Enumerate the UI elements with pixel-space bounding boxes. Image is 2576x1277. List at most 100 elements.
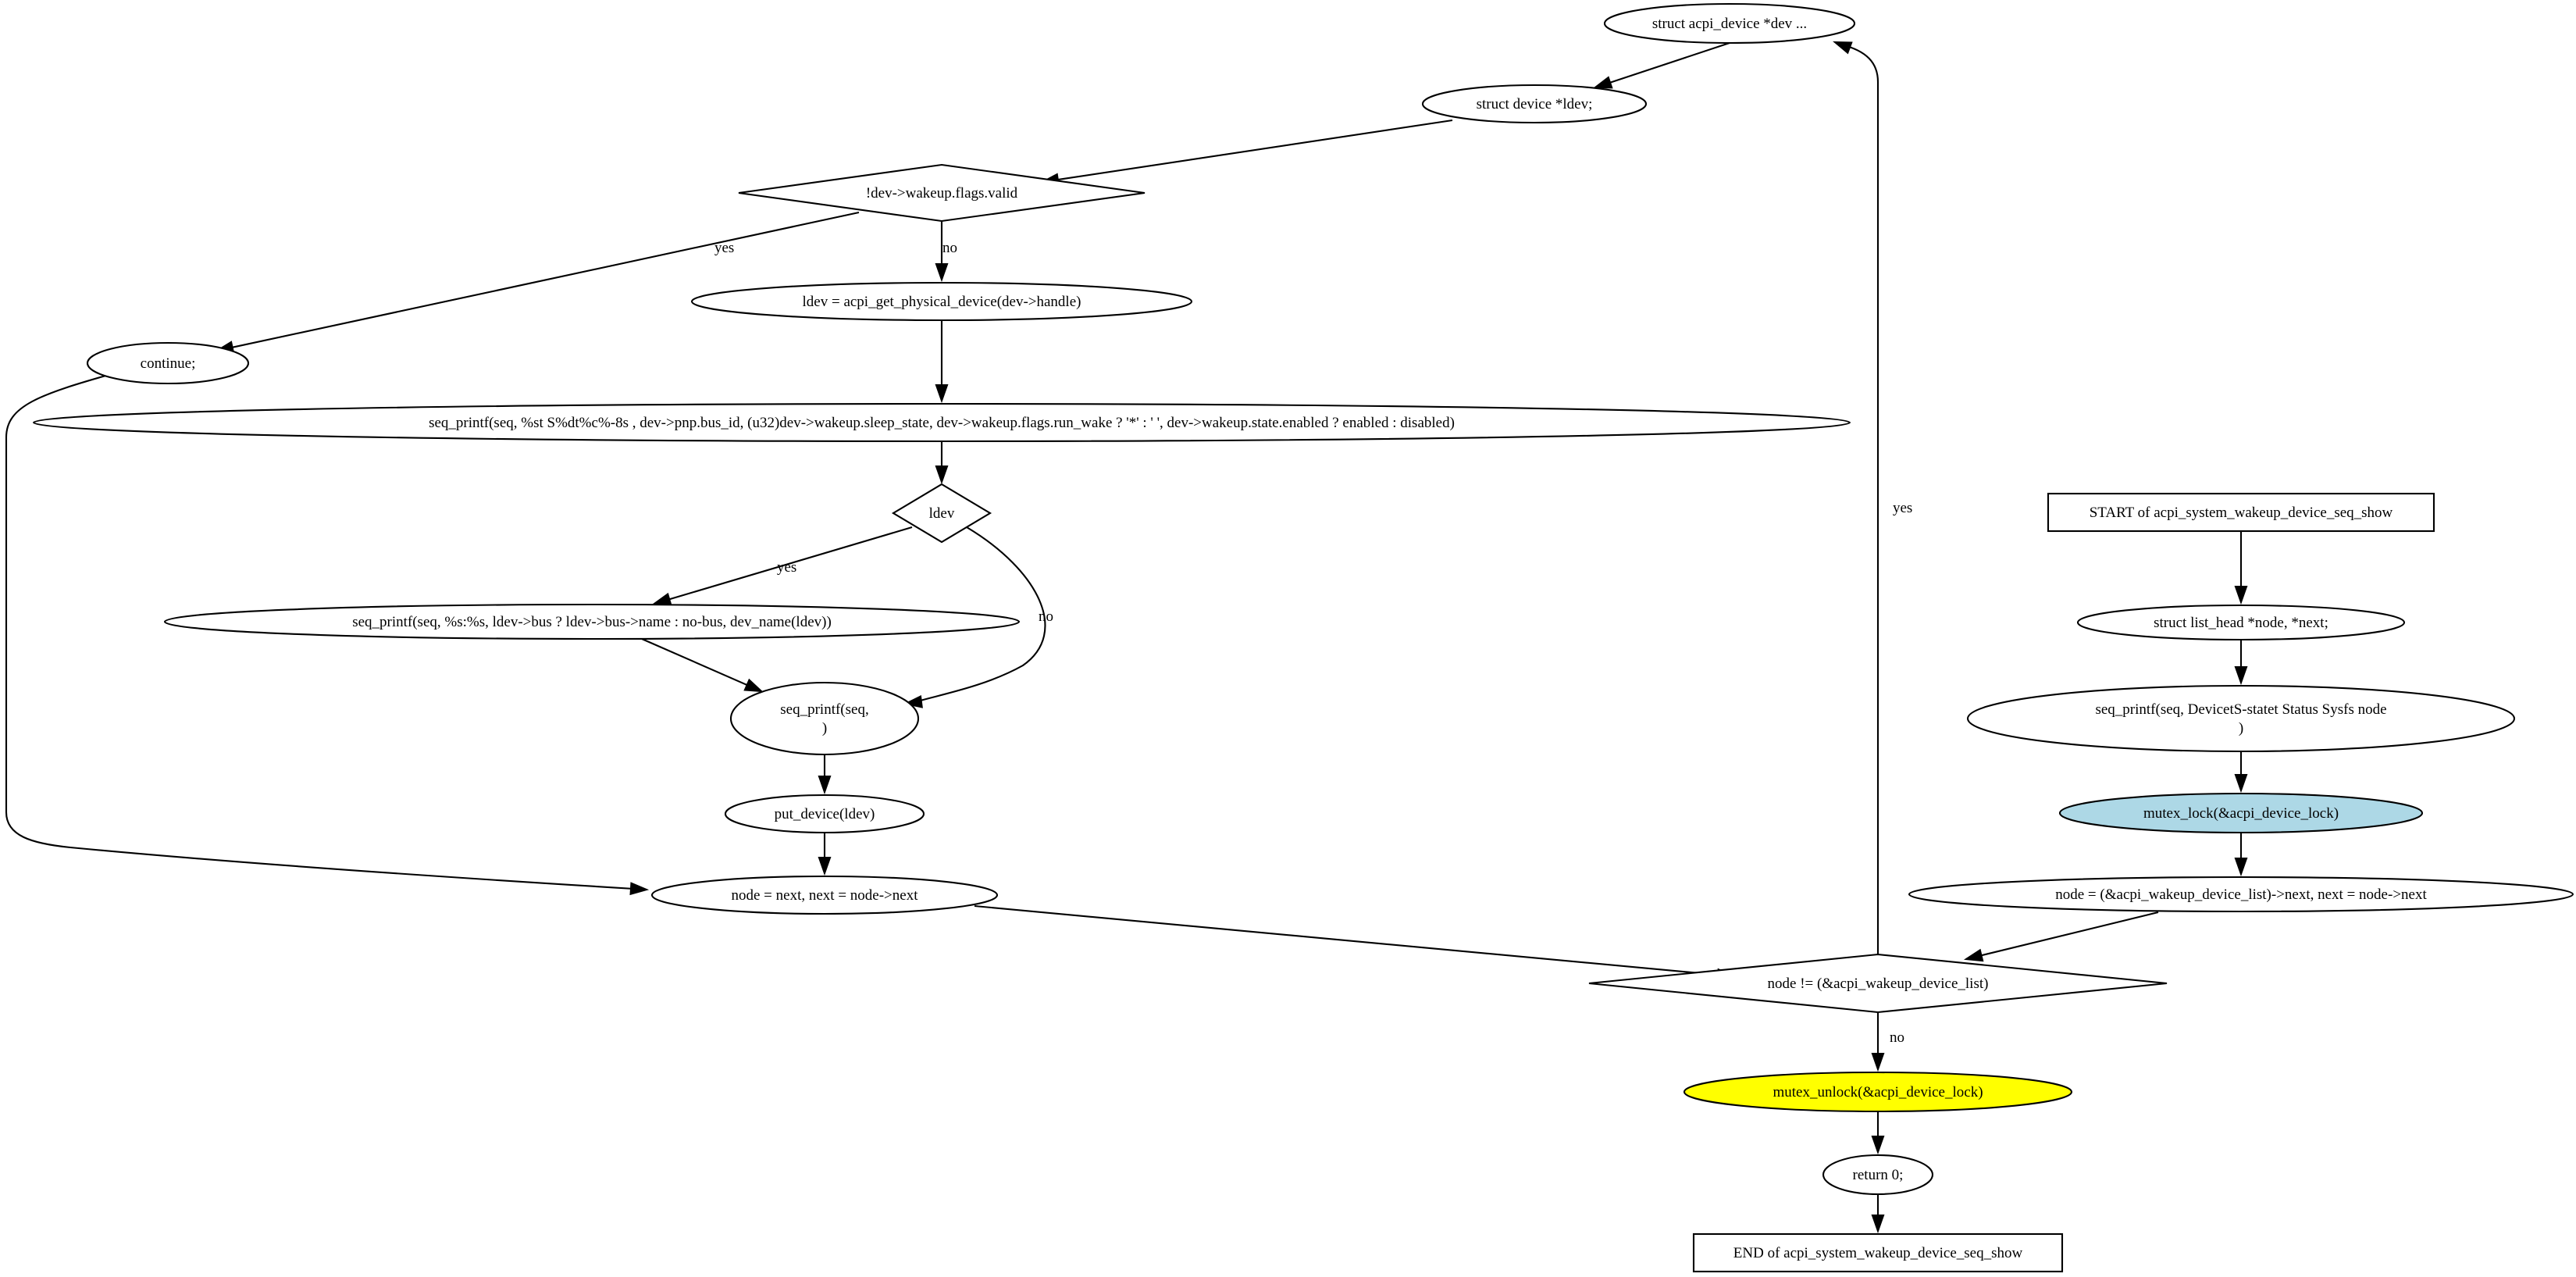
node-ellipse — [163, 603, 1021, 640]
edge-printf_bus-to-printf_nl — [641, 638, 764, 693]
node-loop-cond: node != (&acpi_wakeup_device_list) — [1588, 953, 2168, 1014]
node-ellipse — [1603, 2, 1856, 45]
node-end: END of acpi_system_wakeup_device_seq_sho… — [1692, 1232, 2064, 1273]
node-return0: return 0; — [1822, 1154, 1934, 1196]
node-printf-bus: seq_printf(seq, %s:%s, ldev->bus ? ldev-… — [163, 603, 1021, 640]
node-ellipse — [650, 875, 999, 915]
node-label: ldev — [929, 505, 955, 522]
node-label: struct list_head *node, *next; — [2154, 615, 2328, 631]
edge-line — [911, 526, 1046, 704]
edge-loop_cond-to-decl_dev: yes — [1833, 41, 1912, 954]
edge-arrowhead — [1963, 948, 1984, 962]
edge-arrowhead — [818, 856, 832, 876]
edge-label: yes — [714, 240, 734, 256]
node-ellipse — [1421, 84, 1648, 124]
edge-node_next-to-loop_cond — [974, 904, 1737, 982]
edge-get_phys-to-printf_dev — [935, 320, 949, 404]
node-start: START of acpi_system_wakeup_device_seq_s… — [2047, 492, 2435, 533]
nodes-layer: START of acpi_system_wakeup_device_seq_s… — [32, 2, 2574, 1273]
node-ellipse — [1822, 1154, 1934, 1196]
node-check-valid: !dev->wakeup.flags.valid — [738, 163, 1145, 223]
edge-line — [1056, 119, 1453, 181]
edge-arrowhead — [2234, 665, 2248, 686]
edge-arrowhead — [935, 465, 949, 485]
node-decl-node: struct list_head *node, *next; — [2076, 604, 2406, 641]
edge-line — [641, 638, 749, 687]
edge-arrowhead — [743, 678, 764, 693]
node-label: seq_printf(seq, %s:%s, ldev->bus ? ldev-… — [352, 614, 832, 630]
edge-printf_header-to-mutex_lock — [2234, 751, 2248, 794]
edge-arrowhead — [935, 262, 949, 283]
node-node-init: node = (&acpi_wakeup_device_list)->next,… — [1908, 876, 2574, 913]
node-ellipse — [1683, 1071, 2073, 1113]
edge-label: yes — [1893, 500, 1912, 516]
edge-line — [1979, 911, 2159, 957]
node-label: put_device(ldev) — [775, 806, 875, 822]
edge-decl_ldev-to-check_valid — [1039, 119, 1453, 187]
edge-check_ldev-to-printf_bus: yes — [651, 526, 913, 606]
node-ellipse — [729, 681, 920, 756]
edge-line — [974, 904, 1720, 976]
node-ellipse — [2076, 604, 2406, 641]
edges-layer: yes no yes no yes no — [5, 41, 2248, 1234]
edge-mutex_lock-to-node_init — [2234, 833, 2248, 877]
edge-arrowhead — [1871, 1135, 1885, 1155]
node-label: return 0; — [1853, 1167, 1904, 1183]
edge-label: no — [1039, 608, 1053, 625]
node-label: continue; — [141, 355, 196, 372]
node-label: ) — [2239, 720, 2243, 737]
node-mutex-lock: mutex_lock(&acpi_device_lock) — [2058, 792, 2424, 834]
edge-label: no — [1890, 1029, 1904, 1046]
edge-label: no — [942, 240, 957, 256]
node-printf-nl: seq_printf(seq,) — [729, 681, 920, 756]
edge-arrowhead — [1833, 41, 1853, 55]
node-put-device: put_device(ldev) — [724, 794, 925, 834]
node-decl-dev: struct acpi_device *dev ... — [1603, 2, 1856, 45]
edge-line — [1608, 42, 1730, 84]
edge-arrowhead — [1871, 1052, 1885, 1072]
node-diamond — [891, 483, 992, 544]
edge-arrowhead — [1592, 76, 1613, 89]
node-label: seq_printf(seq, DevicetS-statet Status S… — [2095, 701, 2386, 718]
node-diamond — [738, 163, 1145, 223]
edge-mutex_unlock-to-return0 — [1871, 1111, 1885, 1155]
node-ellipse — [32, 402, 1851, 443]
node-label: struct device *ldev; — [1477, 96, 1593, 112]
edge-line — [5, 372, 635, 890]
node-label: mutex_lock(&acpi_device_lock) — [2143, 805, 2339, 822]
node-printf-dev: seq_printf(seq, %st S%dt%c%-8s , dev->pn… — [32, 402, 1851, 443]
edge-arrowhead — [651, 592, 672, 606]
edge-decl_dev-to-decl_ldev — [1592, 42, 1730, 89]
node-ellipse — [1966, 684, 2516, 753]
node-label: node = next, next = node->next — [732, 887, 919, 904]
node-ellipse — [1908, 876, 2574, 913]
node-label: struct acpi_device *dev ... — [1652, 16, 1807, 32]
node-label: ) — [822, 720, 827, 737]
node-label: ldev = acpi_get_physical_device(dev->han… — [803, 294, 1081, 310]
node-diamond — [1588, 953, 2168, 1014]
edge-arrowhead — [935, 383, 949, 404]
edge-decl_node-to-printf_header — [2234, 640, 2248, 686]
edge-line — [1840, 43, 1879, 954]
node-get-phys: ldev = acpi_get_physical_device(dev->han… — [690, 281, 1193, 322]
node-ellipse — [690, 281, 1193, 322]
node-ellipse — [86, 341, 250, 385]
node-ellipse — [2058, 792, 2424, 834]
edge-line — [230, 211, 860, 349]
node-label: END of acpi_system_wakeup_device_seq_sho… — [1733, 1245, 2023, 1261]
edge-arrowhead — [2234, 773, 2248, 794]
node-mutex-unlock: mutex_unlock(&acpi_device_lock) — [1683, 1071, 2073, 1113]
node-check-ldev: ldev — [891, 483, 992, 544]
edge-continue-to-node_next — [5, 372, 650, 896]
edge-loop_cond-to-mutex_unlock: no — [1871, 1012, 1904, 1072]
edge-printf_dev-to-check_ldev — [935, 441, 949, 485]
edge-arrowhead — [2234, 585, 2248, 605]
edge-check_valid-to-get_phys: no — [935, 221, 957, 283]
node-label: node != (&acpi_wakeup_device_list) — [1768, 976, 1989, 992]
edge-line — [667, 526, 913, 601]
edge-start-to-decl_node — [2234, 531, 2248, 605]
node-label: !dev->wakeup.flags.valid — [866, 185, 1018, 202]
edge-printf_nl-to-put_device — [818, 754, 832, 795]
node-box — [2047, 492, 2435, 533]
